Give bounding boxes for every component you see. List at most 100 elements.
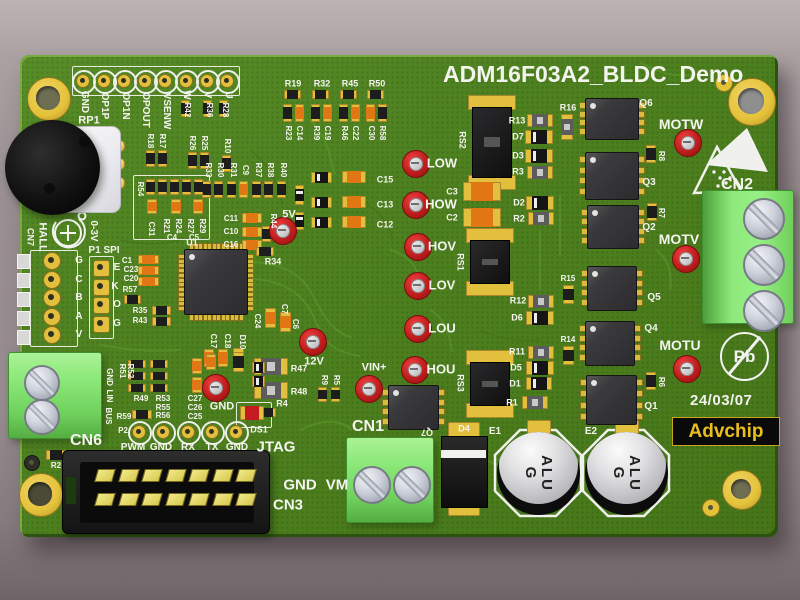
silk-r57: R57 — [122, 285, 138, 294]
silk-q7: Q7 — [420, 427, 434, 438]
board-title: ADM16F03A2_BLDC_Demo — [443, 61, 744, 87]
comp-part — [296, 190, 303, 194]
test-point-center — [306, 335, 320, 349]
silk-gnd: GND — [149, 442, 173, 453]
silk-r55: R55 — [155, 403, 171, 412]
resistor — [339, 104, 348, 122]
opamp-header-pad-ring — [216, 70, 240, 94]
silk-gnd: GND — [79, 90, 90, 114]
resistor — [528, 212, 554, 225]
silk-d1: D1 — [509, 378, 521, 389]
p2-header-pad-ring — [152, 421, 176, 445]
comp-part — [536, 169, 544, 176]
diode — [252, 362, 265, 373]
silk-c11: C11 — [223, 214, 239, 223]
comp-part — [252, 184, 261, 195]
resistor — [283, 104, 292, 122]
silk-d6: D6 — [511, 312, 523, 323]
comp-part — [206, 356, 216, 368]
mounting-hole — [27, 77, 71, 121]
comp-part — [533, 313, 537, 323]
resistor — [227, 181, 236, 198]
resistor — [528, 295, 554, 308]
silk-c26: C26 — [187, 403, 203, 412]
comp-part — [142, 266, 155, 275]
capacitor — [192, 358, 202, 374]
silk-r51: R51 — [118, 363, 127, 379]
resistor — [152, 306, 171, 315]
terminal-screw — [743, 198, 785, 240]
resistor — [240, 406, 264, 420]
resistor — [128, 360, 146, 368]
terminal-screw — [353, 466, 391, 504]
comp-part — [193, 201, 203, 212]
terminal-screw — [393, 466, 431, 504]
comp-part — [244, 406, 260, 420]
silk-r24: R24 — [174, 218, 183, 234]
opamp-header-pad-hole — [120, 77, 126, 83]
silk-r27: R27 — [186, 218, 195, 234]
silk-r16: R16 — [559, 102, 577, 113]
spi-pad-hole — [97, 283, 103, 289]
comp-part — [317, 218, 321, 227]
silk-r58: R58 — [378, 125, 387, 141]
resistor — [284, 90, 301, 99]
resistor — [158, 150, 167, 167]
comp-part — [323, 107, 332, 119]
silk-cn6: CN6 — [69, 432, 103, 449]
resistor — [200, 152, 209, 169]
brand-logo: Advchip — [672, 417, 780, 446]
test-point-slot — [413, 327, 421, 329]
jtag-pin — [164, 493, 187, 506]
silk-ds1: DS1 — [250, 424, 268, 435]
diode — [311, 217, 332, 228]
comp-part — [378, 107, 387, 119]
silk-hou: HOU — [426, 361, 456, 377]
comp-part — [222, 158, 231, 169]
resistor — [150, 384, 168, 392]
comp-part — [245, 213, 259, 223]
test-point-5v — [269, 217, 297, 245]
resistor — [233, 352, 244, 372]
silk-motu: MOTU — [659, 337, 701, 353]
silk-r53: R53 — [155, 394, 171, 403]
comp-part — [135, 410, 149, 419]
comp-part — [192, 379, 202, 391]
comp-part — [181, 103, 190, 114]
test-point-slot — [410, 368, 418, 370]
resistor — [194, 179, 203, 195]
resistor — [522, 396, 548, 409]
silk-op1p: OP1P — [99, 92, 110, 120]
silk-c13: C13 — [376, 199, 394, 210]
potentiometer-screw — [79, 136, 90, 147]
comp-part — [471, 182, 493, 201]
silk-q5: Q5 — [647, 292, 661, 303]
test-point-center — [411, 279, 425, 293]
comp-part — [49, 450, 63, 460]
silk-g: G — [113, 318, 121, 329]
comp-part — [311, 107, 320, 119]
resistor — [647, 203, 657, 221]
silk-r12: R12 — [509, 295, 527, 306]
silk-o: O — [113, 299, 121, 310]
silk-r59: R59 — [116, 412, 132, 421]
diode — [295, 212, 304, 230]
silk-r25: R25 — [200, 135, 209, 151]
comp-part — [370, 90, 381, 99]
silk-motv: MOTV — [658, 231, 700, 247]
resistor — [150, 360, 168, 368]
silk-c12: C12 — [376, 219, 394, 230]
opamp-header-pad-hole — [182, 77, 188, 83]
via-hole — [28, 459, 34, 465]
resistor — [146, 150, 155, 167]
p2-header-pad-hole — [135, 428, 141, 434]
comp-part — [146, 153, 155, 164]
comp-part — [153, 372, 165, 380]
resistor — [252, 181, 261, 198]
hall-pad-hole — [48, 257, 54, 263]
silk-r17: R17 — [158, 133, 167, 149]
comp-part — [295, 107, 304, 119]
silk-rp1: RP1 — [78, 114, 100, 127]
silk-u: U — [223, 91, 234, 99]
smd-pad — [17, 292, 30, 307]
